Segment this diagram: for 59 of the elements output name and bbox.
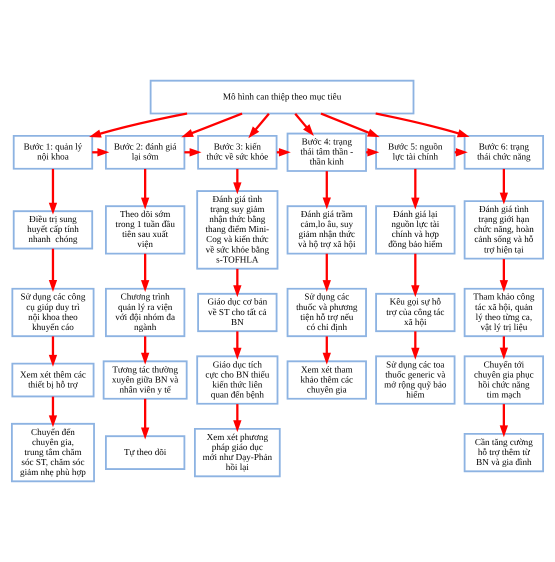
- node-box: Chương trình quản lý ra viện với đội nhóm đa ngành: [105, 288, 186, 338]
- node-box: Xem xét tham khảo thêm các chuyên gia: [286, 360, 367, 400]
- node-box: Đánh giá lại nguồn lực tài chính và hợp đồng bảo hiểm: [375, 205, 456, 255]
- arrow: [233, 168, 242, 194]
- arrow: [322, 254, 331, 292]
- node-box: Đánh giá tình trạng suy giảm nhận thức bằng thang điểm Mini-Cog và kiến thức về sức khỏe bằng s-TOFHLA: [196, 190, 278, 270]
- node-box: Điều trị sung huyết cấp tính nhanh chóng: [12, 210, 94, 250]
- node-box: Kêu gọi sự hỗ trợ của công tác xã hội: [375, 292, 456, 332]
- arrow: [322, 336, 331, 365]
- arrow: [48, 396, 58, 428]
- node-box: Theo dõi sớm trong 1 tuần đầu tiên sau xuất viện: [105, 205, 186, 255]
- arrow: [48, 248, 58, 292]
- node-box: Sử dụng các thuốc và phương tiện hỗ trợ nếu có chỉ định: [286, 288, 367, 338]
- node-box: Tự theo dõi: [105, 435, 186, 470]
- node-box: Sử dụng các công cụ giúp duy trì nội khoa theo khuyến cáo: [11, 288, 94, 338]
- arrow: [322, 171, 331, 210]
- arrow: [411, 168, 420, 210]
- arrow: [294, 113, 314, 136]
- arrow: [233, 268, 242, 298]
- node-box: Tham khảo công tác xã hội, quản lý theo từng ca, vật lý trị liệu: [464, 288, 544, 338]
- arrow: [184, 148, 202, 156]
- arrow: [500, 259, 508, 292]
- node-box: Cần tăng cường hỗ trợ thêm từ BN và gia đình: [464, 432, 544, 472]
- node-box: Mô hình can thiệp theo mục tiêu: [150, 80, 414, 114]
- arrow: [500, 336, 508, 360]
- arrow: [89, 112, 188, 138]
- node-box: Giáo dục cơ bản về ST cho tất cả BN: [197, 292, 278, 332]
- arrow: [248, 113, 270, 138]
- arrow: [500, 404, 508, 438]
- node-box: Bước 3: kiến thức về sức khỏe: [197, 134, 278, 170]
- node-box: Bước 4: trạng thái tâm thần - thần kinh: [286, 132, 367, 172]
- arrow: [233, 404, 242, 432]
- node-box: Bước 2: đánh giá lại sớm: [105, 134, 186, 170]
- node-box: Chuyển đến chuyên gia, trung tâm chăm sóc ST, chăm sóc giảm nhẹ phù hợp: [10, 422, 95, 482]
- arrow: [140, 336, 150, 365]
- arrow: [48, 336, 58, 367]
- arrow: [233, 331, 242, 360]
- node-box: Đánh giá trầm cảm,lo âu, suy giảm nhận thức và hộ trợ xã hội: [286, 205, 367, 255]
- arrow: [411, 254, 420, 298]
- node-box: Sử dụng các toa thuốc generic và mở rộng quỹ bảo hiểm: [375, 355, 456, 405]
- node-box: Bước 1: quản lý nội khoa: [12, 134, 94, 170]
- node-box: Bước 5: nguồn lực tài chính: [375, 134, 456, 170]
- node-box: Xem xét thêm các thiết bị hỗ trợ: [11, 362, 94, 398]
- arrow: [320, 112, 380, 138]
- arrow: [48, 168, 58, 215]
- arrow: [92, 148, 110, 156]
- arrow: [411, 331, 420, 360]
- node-box: Tương tác thường xuyên giữa BN và nhân viên y tế: [102, 360, 188, 400]
- arrow: [140, 254, 150, 292]
- node-box: Giáo dục tích cực cho BN thiếu kiến thức liên quan đến bệnh: [196, 355, 278, 405]
- node-box: Đánh giá tình trạng giới hạn chức năng, hoàn cảnh sống và hỗ trợ hiện tại: [464, 200, 544, 260]
- arrow: [140, 398, 150, 440]
- arrow: [181, 112, 242, 138]
- arrow: [500, 168, 508, 204]
- arrow: [140, 168, 150, 210]
- node-box: Chuyển tới chuyên gia phục hồi chức năng tim mạch: [464, 355, 544, 405]
- arrow: [375, 112, 470, 138]
- node-box: Bước 6: trạng thái chức năng: [464, 134, 544, 170]
- node-box: Xem xét phương pháp giáo dục mới như Dạy-Phản hồi lại: [194, 428, 281, 478]
